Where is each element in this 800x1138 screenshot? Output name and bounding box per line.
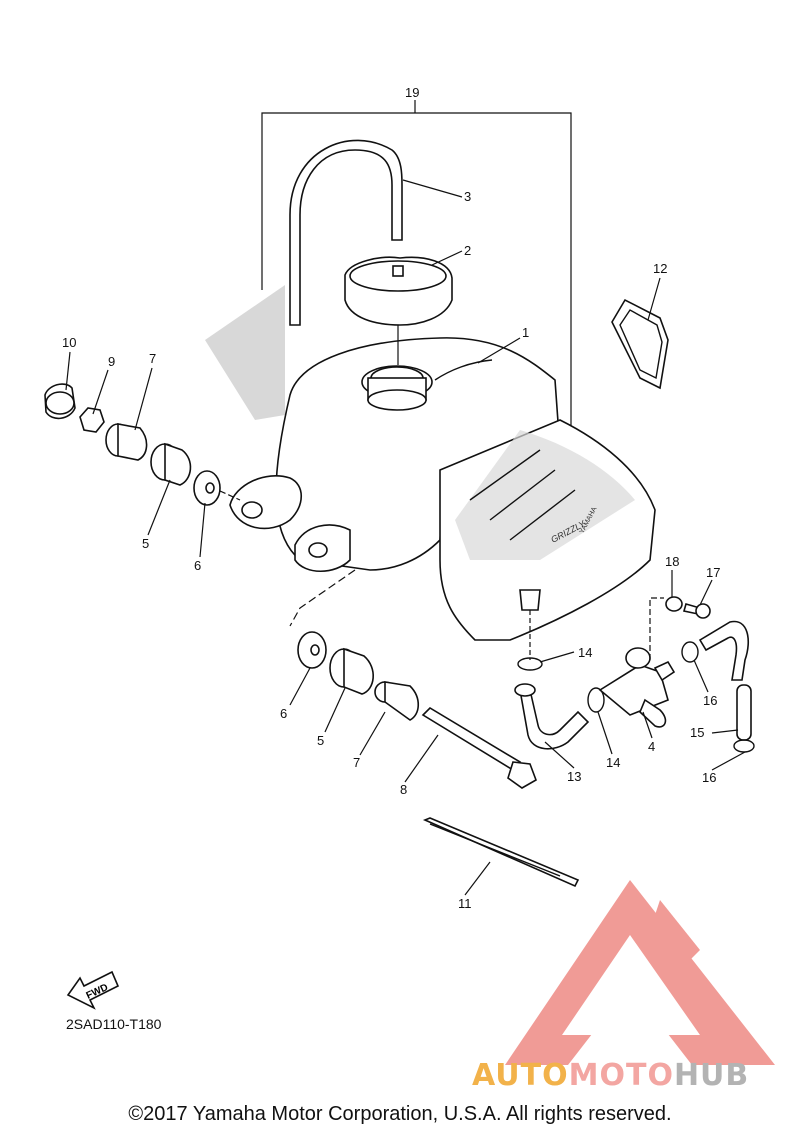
callout-16a: 16	[703, 693, 717, 708]
brand-part-moto: MOTO	[568, 1058, 674, 1093]
screw-17	[682, 603, 711, 619]
brand-part-hub: HUB	[673, 1058, 750, 1093]
drawing-code: 2SAD110-T180	[66, 1016, 162, 1032]
callout-15: 15	[690, 725, 704, 740]
damper-5b	[329, 647, 374, 695]
fuel-hose-13	[514, 683, 590, 750]
fuel-cap	[344, 256, 453, 365]
callout-18: 18	[665, 554, 679, 569]
damper-5a	[150, 442, 192, 486]
callout-9: 9	[108, 354, 115, 369]
fuel-cock-4	[598, 647, 676, 728]
callout-6a: 6	[194, 558, 201, 573]
breather-hose	[289, 139, 403, 326]
clip-16b	[733, 739, 755, 753]
assembly-bracket-19	[261, 112, 572, 450]
callout-19: 19	[405, 85, 419, 100]
clip-14b	[587, 687, 605, 713]
callout-14b: 14	[606, 755, 620, 770]
nut-9	[79, 407, 105, 433]
callout-17: 17	[706, 565, 720, 580]
fuel-tank: GRIZZLY YAMAHA	[205, 285, 656, 641]
callout-6b: 6	[280, 706, 287, 721]
collar-7b	[374, 681, 420, 721]
callout-labels: 19 3 2 12 1 10 9 7 5 6 18 17 14 16 6 5 7…	[62, 85, 720, 911]
protector-pad-11	[422, 817, 580, 888]
callout-14a: 14	[578, 645, 592, 660]
callout-5b: 5	[317, 733, 324, 748]
callout-12: 12	[653, 261, 667, 276]
copyright-notice: ©2017 Yamaha Motor Corporation, U.S.A. A…	[128, 1103, 672, 1125]
watermark-logo	[505, 880, 775, 1065]
callout-7a: 7	[149, 351, 156, 366]
washer-6b	[297, 631, 327, 669]
fwd-arrow-icon: FWD	[66, 970, 120, 1010]
callout-2: 2	[464, 243, 471, 258]
clip-16a	[681, 641, 699, 663]
callout-8: 8	[400, 782, 407, 797]
callout-1: 1	[522, 325, 529, 340]
leader-lines	[65, 179, 746, 896]
callout-3: 3	[464, 189, 471, 204]
grommet-cap-10	[44, 383, 76, 420]
callout-7b: 7	[353, 755, 360, 770]
brand-wordmark: AUTOMOTOHUB	[472, 1058, 749, 1093]
washer-6a	[193, 470, 221, 506]
collar-7a	[105, 423, 148, 461]
washer-18	[665, 596, 683, 612]
callout-16b: 16	[702, 770, 716, 785]
callout-4: 4	[648, 739, 655, 754]
callout-10: 10	[62, 335, 76, 350]
callout-11: 11	[458, 896, 472, 911]
brand-part-auto: AUTO	[472, 1058, 569, 1093]
callout-13: 13	[567, 769, 581, 784]
emblem-plate	[611, 298, 669, 390]
bolt-8	[421, 706, 537, 789]
callout-5a: 5	[142, 536, 149, 551]
hose-15	[698, 620, 752, 741]
